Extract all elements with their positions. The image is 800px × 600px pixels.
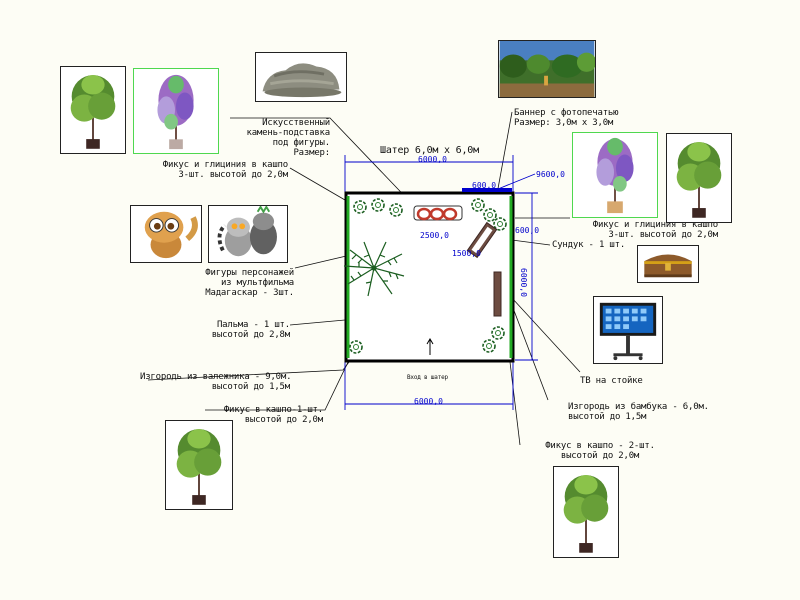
dim-bottom: 6000,0 (414, 397, 443, 406)
label-figures: Фигуры персонажей из мультфильма Мадагас… (205, 268, 294, 298)
ficus-photo-left (60, 66, 126, 154)
dim-600-right: 600,0 (515, 226, 540, 235)
label-chest: Сундук - 1 шт. (552, 240, 626, 250)
label-banner: Баннер с фотопечатью Размер: 3,0м х 3,0м (514, 108, 619, 128)
dim-1500: 1500,0 (452, 249, 481, 258)
leader-lines (147, 111, 581, 446)
banner-photo (498, 40, 596, 98)
tv-photo (593, 296, 663, 364)
dim-right: 6000,0 (519, 268, 528, 297)
stone-with-figures (413, 205, 463, 221)
chest-photo (637, 245, 699, 283)
dim-600-top: 600,0 (472, 181, 497, 190)
ficus-photo-right (666, 133, 732, 223)
label-stone: Искусственный камень-подставка под фигур… (246, 118, 331, 158)
label-ficus-one: Фикус в кашпо-1-шт. высотой до 2,0м (223, 405, 323, 425)
dim-top: 6000,0 (418, 155, 447, 164)
label-fence-bamboo: Изгородь из бамбука - 6,0м. высотой до 1… (568, 402, 709, 422)
wisteria-photo-right (572, 132, 658, 218)
label-ficus-wisteria-right: Фикус и глициния в кашпо 3-шт. высотой д… (592, 220, 718, 240)
palm-plan (343, 241, 405, 297)
dim-2500: 2500,0 (420, 231, 449, 240)
label-fence-left: Изгородь из валежника - 9,0м. высотой до… (140, 372, 292, 392)
label-ficus-wisteria-left: Фикус и глициния в кашпо 3-шт. высотой д… (162, 160, 288, 180)
figure-photo-lemur (130, 205, 202, 263)
label-tv: ТВ на стойке (580, 376, 643, 386)
figure-photo-king-julien (208, 205, 288, 263)
banner-bar (462, 188, 512, 192)
ficus-photo-bottom-right (553, 466, 619, 558)
tent-title: Шатер 6,0м х 6,0м (380, 145, 479, 156)
stone-photo (255, 52, 347, 102)
wisteria-photo-left (133, 68, 219, 154)
label-ficus-two: Фикус в кашпо - 2-шт. высотой до 2,0м (545, 441, 655, 461)
entrance-label: Вход в шатер (407, 374, 448, 381)
tv-plan (493, 271, 502, 317)
chest-plan (466, 221, 498, 259)
ficus-photo-bottom-left (165, 420, 233, 510)
label-palm: Пальма - 1 шт. высотой до 2,8м (211, 320, 290, 340)
dim-9600: 9600,0 (536, 170, 565, 179)
